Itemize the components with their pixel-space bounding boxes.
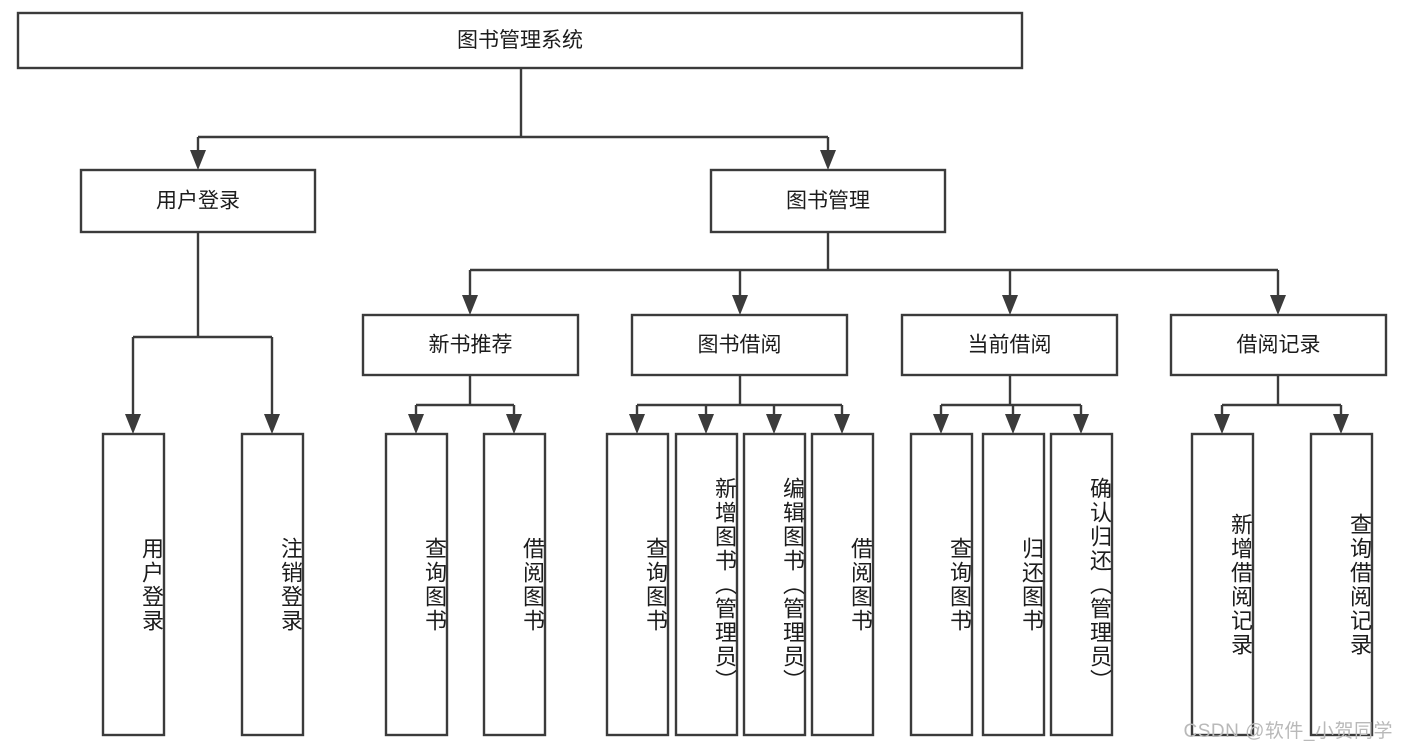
arrow-head-icon bbox=[462, 295, 478, 315]
connector-bookmgr bbox=[462, 232, 1286, 315]
node-box-rec-add[interactable] bbox=[1190, 432, 1255, 737]
node-box-cur-confirm[interactable] bbox=[1049, 432, 1114, 737]
node-box-login-out[interactable] bbox=[240, 432, 305, 737]
arrow-head-icon bbox=[1333, 414, 1349, 434]
arrow-head-icon bbox=[698, 414, 714, 434]
node-box-current[interactable] bbox=[900, 313, 1119, 377]
node-label-borrow: 图书借阅 bbox=[698, 334, 782, 357]
arrow-head-icon bbox=[834, 414, 850, 434]
arrow-head-icon bbox=[766, 414, 782, 434]
node-box-bor-add[interactable] bbox=[674, 432, 739, 737]
node-box-records[interactable] bbox=[1169, 313, 1388, 377]
arrow-head-icon bbox=[408, 414, 424, 434]
node-label-records: 借阅记录 bbox=[1237, 334, 1321, 357]
arrow-head-icon bbox=[1073, 414, 1089, 434]
node-box-newbook[interactable] bbox=[361, 313, 580, 377]
node-label-current: 当前借阅 bbox=[968, 334, 1052, 357]
arrow-head-icon bbox=[820, 150, 836, 170]
node-box-cur-return[interactable] bbox=[981, 432, 1046, 737]
arrow-head-icon bbox=[1002, 295, 1018, 315]
csdn-watermark: CSDN @软件_小贺同学 bbox=[1183, 721, 1393, 742]
connector-records bbox=[1214, 375, 1349, 434]
node-box-login-in[interactable] bbox=[101, 432, 166, 737]
arrow-head-icon bbox=[1270, 295, 1286, 315]
arrow-head-icon bbox=[506, 414, 522, 434]
node-label-root: 图书管理系统 bbox=[457, 29, 583, 52]
node-box-bookmgr[interactable] bbox=[709, 168, 947, 234]
connector-current bbox=[933, 375, 1089, 434]
arrow-head-icon bbox=[125, 414, 141, 434]
arrow-head-icon bbox=[629, 414, 645, 434]
connector-login bbox=[125, 232, 280, 434]
connector-edges-layer bbox=[125, 68, 1349, 434]
node-box-login[interactable] bbox=[79, 168, 317, 234]
node-box-bor-edit[interactable] bbox=[742, 432, 807, 737]
node-box-new-borrow[interactable] bbox=[482, 432, 547, 737]
connector-borrow bbox=[629, 375, 850, 434]
node-box-rec-query[interactable] bbox=[1309, 432, 1374, 737]
connector-root bbox=[190, 68, 836, 170]
arrow-head-icon bbox=[732, 295, 748, 315]
node-box-root[interactable] bbox=[16, 11, 1024, 70]
node-label-newbook: 新书推荐 bbox=[429, 334, 513, 357]
node-box-cur-query[interactable] bbox=[909, 432, 974, 737]
arrow-head-icon bbox=[1005, 414, 1021, 434]
node-box-bor-lend[interactable] bbox=[810, 432, 875, 737]
node-box-new-query[interactable] bbox=[384, 432, 449, 737]
arrow-head-icon bbox=[264, 414, 280, 434]
arrow-head-icon bbox=[190, 150, 206, 170]
node-box-bor-query[interactable] bbox=[605, 432, 670, 737]
arrow-head-icon bbox=[1214, 414, 1230, 434]
node-box-borrow[interactable] bbox=[630, 313, 849, 377]
node-boxes-layer bbox=[16, 11, 1388, 737]
node-label-bookmgr: 图书管理 bbox=[786, 190, 870, 213]
node-label-login: 用户登录 bbox=[156, 190, 240, 213]
connector-newbook bbox=[408, 375, 522, 434]
arrow-head-icon bbox=[933, 414, 949, 434]
